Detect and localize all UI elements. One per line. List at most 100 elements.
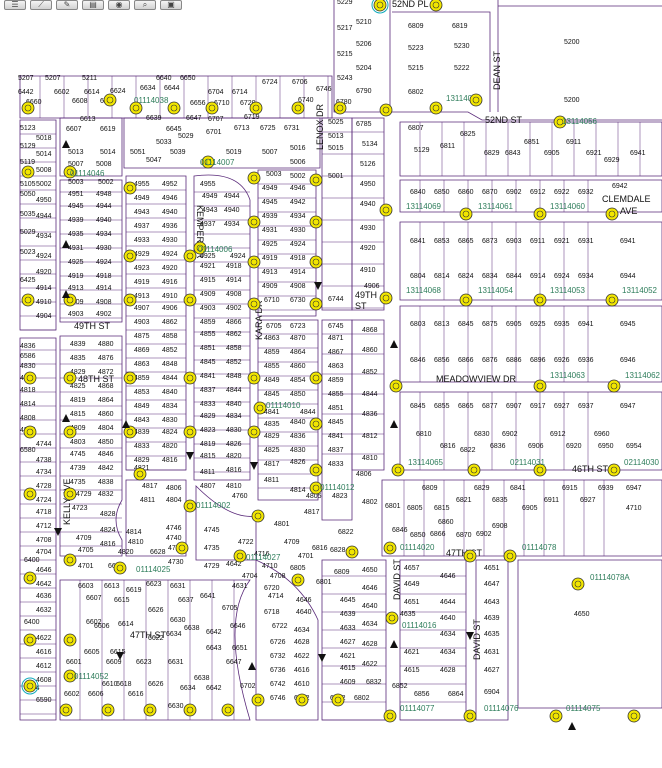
network-node[interactable]	[291, 101, 305, 115]
node-marker[interactable]	[605, 293, 619, 307]
node-marker[interactable]	[247, 215, 261, 229]
network-node[interactable]: 13114068	[379, 286, 442, 305]
network-node[interactable]	[133, 467, 147, 481]
network-node[interactable]: 01114010	[253, 401, 301, 415]
network-node[interactable]	[605, 207, 619, 221]
node-marker[interactable]	[533, 463, 547, 477]
network-node[interactable]: 13114061	[459, 202, 514, 221]
node-marker[interactable]	[103, 93, 117, 107]
network-node[interactable]: 01114016	[385, 611, 437, 630]
node-marker[interactable]	[309, 371, 323, 385]
network-node[interactable]	[183, 425, 197, 439]
node-marker[interactable]	[23, 425, 37, 439]
network-node[interactable]	[143, 703, 157, 717]
network-node[interactable]	[59, 703, 73, 717]
network-node[interactable]	[251, 693, 265, 707]
network-node[interactable]	[183, 703, 197, 717]
node-marker[interactable]	[533, 293, 547, 307]
network-node[interactable]: 13114054	[459, 286, 514, 307]
node-marker[interactable]	[379, 291, 393, 305]
node-marker[interactable]	[23, 487, 37, 501]
node-marker[interactable]	[379, 103, 393, 117]
network-node[interactable]	[249, 101, 263, 115]
node-marker[interactable]	[175, 541, 189, 555]
network-node[interactable]	[309, 371, 323, 385]
node-marker[interactable]	[571, 577, 585, 591]
network-node[interactable]: 13114058	[429, 94, 482, 115]
node-marker[interactable]	[429, 101, 443, 115]
node-marker[interactable]	[309, 255, 323, 269]
network-node[interactable]	[379, 103, 393, 117]
node-marker[interactable]	[63, 487, 77, 501]
node-marker[interactable]	[309, 297, 323, 311]
node-marker[interactable]	[23, 679, 37, 693]
node-marker[interactable]	[379, 203, 393, 217]
node-marker[interactable]	[429, 0, 443, 12]
node-marker[interactable]	[201, 155, 215, 169]
node-marker[interactable]	[309, 215, 323, 229]
node-marker[interactable]	[63, 165, 77, 179]
network-node[interactable]	[23, 571, 37, 585]
network-node[interactable]	[183, 371, 197, 385]
network-node[interactable]: 01114027	[233, 549, 281, 563]
network-node[interactable]	[175, 541, 189, 555]
network-node[interactable]	[309, 417, 323, 431]
node-marker[interactable]	[247, 297, 261, 311]
node-marker[interactable]	[467, 463, 481, 477]
node-marker[interactable]	[605, 207, 619, 221]
draw-tool[interactable]: ✎	[56, 0, 78, 10]
network-node[interactable]	[221, 703, 235, 717]
node-marker[interactable]	[183, 499, 197, 513]
node-marker[interactable]	[459, 207, 473, 221]
network-node[interactable]	[63, 425, 77, 439]
layers-tool[interactable]: ▤	[82, 0, 104, 10]
network-node[interactable]	[309, 173, 323, 187]
network-node[interactable]: 13114062	[607, 371, 661, 393]
network-node[interactable]: 13114069	[379, 202, 442, 217]
node-marker[interactable]	[247, 425, 261, 439]
network-node[interactable]: 01114078A	[571, 573, 630, 591]
node-marker[interactable]	[291, 573, 305, 587]
node-marker[interactable]	[133, 467, 147, 481]
node-marker[interactable]	[383, 709, 397, 723]
node-marker[interactable]	[233, 549, 247, 563]
node-marker[interactable]	[469, 93, 483, 107]
node-marker[interactable]	[309, 417, 323, 431]
save-tool[interactable]: ▣	[160, 0, 182, 10]
network-node[interactable]	[183, 293, 197, 307]
network-node[interactable]: 13114052	[605, 286, 658, 307]
network-node[interactable]	[63, 487, 77, 501]
network-node[interactable]	[21, 677, 39, 695]
network-node[interactable]	[295, 693, 309, 707]
node-marker[interactable]	[391, 463, 405, 477]
network-node[interactable]	[331, 693, 345, 707]
network-node[interactable]	[429, 0, 443, 12]
network-node[interactable]: 01114002	[183, 499, 231, 513]
network-node[interactable]	[345, 545, 359, 559]
network-node[interactable]	[167, 101, 181, 115]
node-marker[interactable]	[333, 101, 347, 115]
node-marker[interactable]	[309, 173, 323, 187]
node-marker[interactable]	[247, 371, 261, 385]
network-node[interactable]: 01114038	[103, 93, 169, 107]
node-marker[interactable]	[291, 101, 305, 115]
network-node[interactable]	[23, 487, 37, 501]
node-marker[interactable]	[183, 249, 197, 263]
network-node[interactable]	[247, 297, 261, 311]
network-node[interactable]	[467, 463, 481, 477]
node-marker[interactable]	[309, 463, 323, 477]
node-marker[interactable]	[383, 541, 397, 555]
network-node[interactable]: 01114006	[193, 241, 233, 255]
network-node[interactable]	[247, 215, 261, 229]
network-node[interactable]	[309, 297, 323, 311]
network-node[interactable]	[63, 633, 77, 647]
network-node[interactable]: 01114078	[503, 543, 557, 563]
network-node[interactable]	[123, 371, 137, 385]
network-node[interactable]	[251, 509, 265, 523]
node-marker[interactable]	[251, 509, 265, 523]
node-marker[interactable]	[123, 371, 137, 385]
node-marker[interactable]	[23, 371, 37, 385]
network-node[interactable]	[309, 463, 323, 477]
node-marker[interactable]	[385, 611, 399, 625]
